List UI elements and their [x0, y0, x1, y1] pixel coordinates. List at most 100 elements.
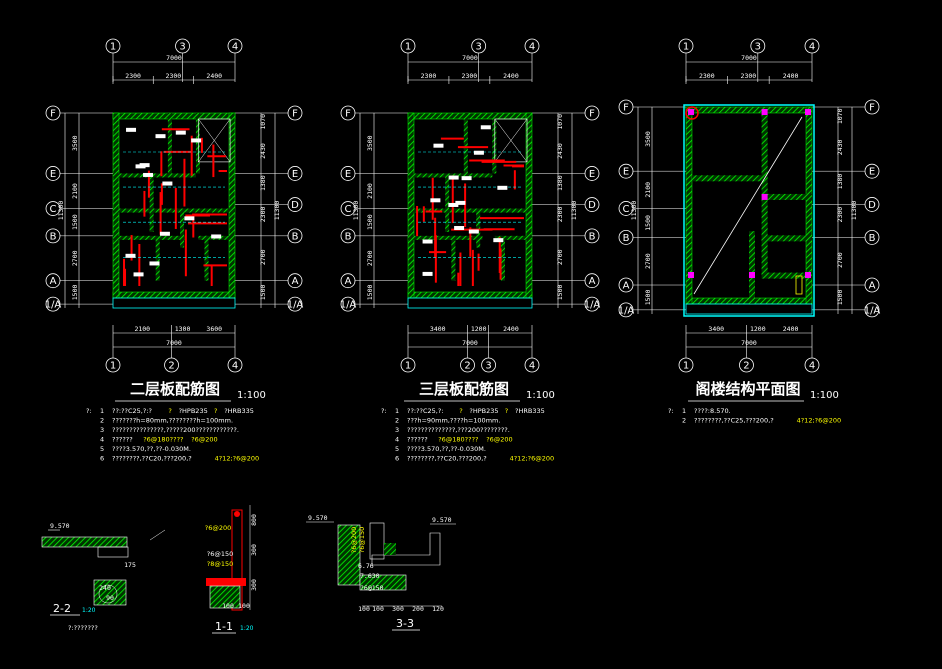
- dim-value: 300: [392, 605, 404, 613]
- dim-value: 2400: [783, 72, 799, 80]
- dim-total: 11300: [850, 201, 858, 221]
- rebar-tag: [133, 272, 144, 277]
- dim-value: 1380: [259, 175, 267, 191]
- dim-value: 2300: [556, 206, 564, 222]
- axis-bubble: 4: [804, 357, 820, 373]
- axis-label: B: [50, 231, 57, 242]
- beam: [97, 546, 129, 558]
- axis-bubble: 1: [400, 38, 416, 54]
- note-number: 5: [395, 445, 399, 453]
- dim-value: 1070: [836, 108, 844, 124]
- section-note: ?:???????: [68, 624, 98, 632]
- rebar-tag: [422, 239, 433, 244]
- axis-bubble: 3: [750, 38, 766, 54]
- dim-value: 2400: [783, 325, 799, 333]
- axis-label: A: [589, 276, 596, 287]
- dim-value: 2100: [71, 183, 79, 199]
- dim-value: 2400: [503, 325, 519, 333]
- axis-label: E: [589, 169, 595, 180]
- cantilever-slab: [407, 297, 533, 309]
- slab: [41, 536, 128, 548]
- wall: [155, 235, 160, 281]
- rebar-tag: [162, 181, 173, 186]
- wall: [761, 193, 812, 200]
- axis-bubble: 1: [678, 357, 694, 373]
- axis-label: 1: [683, 361, 689, 372]
- note-prefix: ?:: [668, 407, 674, 415]
- axis-bubble: F: [287, 105, 303, 121]
- wall: [761, 272, 812, 279]
- column: [749, 272, 755, 278]
- wall: [167, 113, 172, 174]
- column-section: [231, 509, 243, 611]
- wall: [112, 291, 236, 299]
- note-text: ????:8.570.: [694, 407, 731, 415]
- note-text: ???????h=80mm,????????h=100mm.: [112, 417, 233, 425]
- cantilever-slab: [112, 297, 236, 309]
- wall: [204, 235, 209, 281]
- dim-value: 2700: [366, 250, 374, 266]
- wall: [408, 235, 483, 240]
- axis-label: B: [869, 233, 876, 244]
- note-text: ?HRB335: [224, 407, 254, 415]
- axis-label: 3: [475, 42, 481, 53]
- dim-value: 3400: [430, 325, 446, 333]
- wall: [408, 173, 493, 178]
- note-highlight: ?: [459, 407, 462, 415]
- axis-label: 1/A: [287, 300, 304, 311]
- dim-value: 2700: [836, 252, 844, 268]
- dim-value: 1200: [750, 325, 766, 333]
- section-label: 3-3: [396, 617, 414, 630]
- rebar-tag: [126, 127, 137, 132]
- dim-total: 7000: [741, 54, 757, 62]
- axis-bubble: 1/A: [584, 296, 601, 312]
- dim-value: 120: [432, 605, 444, 613]
- dim-value: 200: [412, 605, 424, 613]
- stair-diag: [494, 118, 528, 163]
- rebar-tag: [468, 229, 479, 234]
- rebar-tag: [455, 200, 466, 205]
- axis-label: 4: [232, 42, 238, 53]
- axis-bubble: 3: [471, 38, 487, 54]
- dim-total: 11300: [570, 201, 578, 221]
- plan-title: 阁楼结构平面图: [695, 380, 800, 398]
- detail-circle: [98, 584, 118, 604]
- dim-value: 1500: [366, 214, 374, 230]
- rebar-tag: [497, 185, 508, 190]
- axis-label: F: [345, 109, 351, 120]
- axis-label: 1/A: [340, 300, 357, 311]
- rebar-tag: [461, 176, 472, 181]
- axis-bubble: A: [618, 277, 634, 293]
- dim-value: 100: [358, 605, 370, 613]
- dim-value: 2700: [644, 253, 652, 269]
- note-prefix: ?:: [86, 407, 92, 415]
- axis-bubble: F: [618, 99, 634, 115]
- axis-label: F: [623, 103, 629, 114]
- axis-label: 2: [464, 361, 470, 372]
- dim-value: 2300: [421, 72, 437, 80]
- gutter-profile: [371, 532, 441, 566]
- rebar-tag: [155, 134, 166, 139]
- note-text: ??:??C25,?:?: [112, 407, 152, 415]
- axis-bubble: 2: [460, 357, 475, 373]
- axis-label: 3: [485, 361, 491, 372]
- note-number: 1: [682, 407, 686, 415]
- dim-value: 1200: [471, 325, 487, 333]
- note-highlight: 4?12;?6@200: [215, 455, 260, 463]
- axis-label: 1/A: [584, 300, 601, 311]
- section-label: 2-2: [53, 602, 71, 615]
- dim-total: 7000: [741, 339, 757, 347]
- rebar-spec: ?6@150: [207, 550, 234, 558]
- axis-bubble: B: [618, 230, 634, 245]
- axis-label: 3: [755, 42, 761, 53]
- axis-label: E: [623, 167, 629, 178]
- axis-bubble: E: [287, 166, 303, 181]
- note-number: 6: [100, 455, 104, 463]
- dim-value: 1070: [556, 114, 564, 130]
